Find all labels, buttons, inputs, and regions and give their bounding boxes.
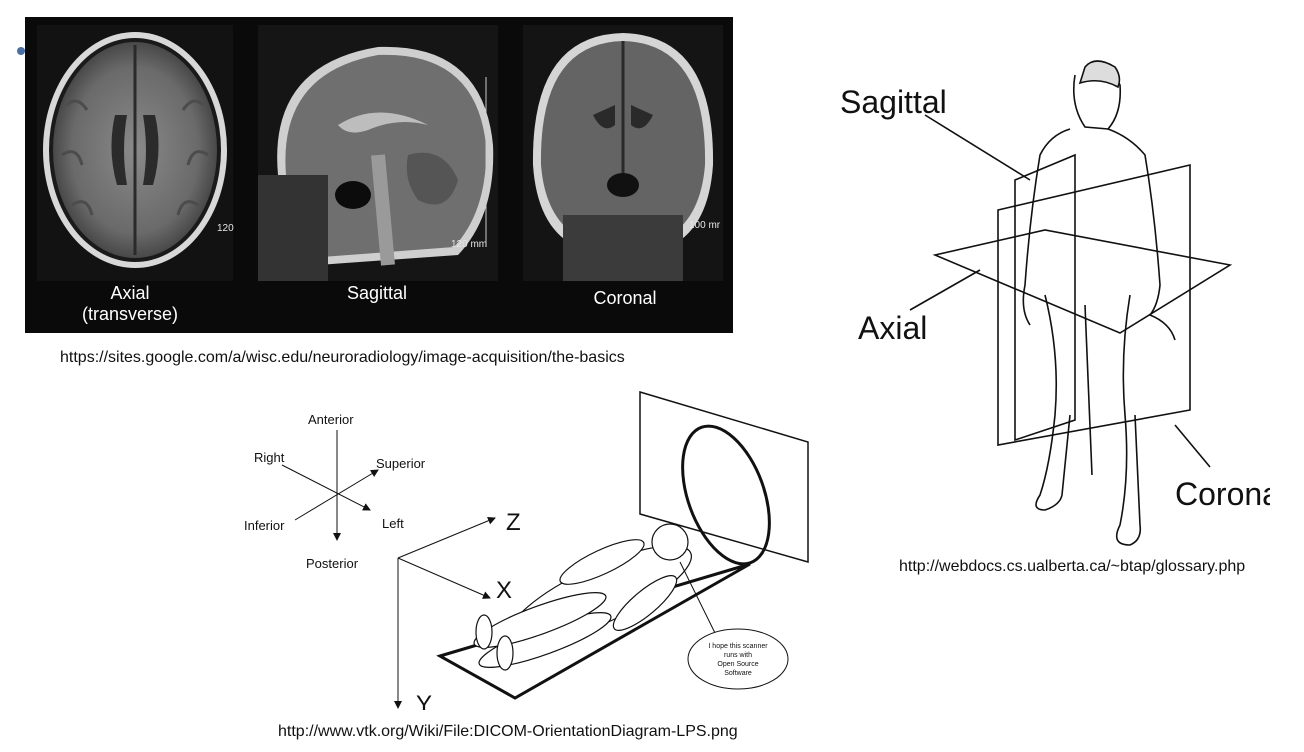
coronal-label: Coronal — [593, 288, 657, 308]
sagittal-leader-line — [924, 114, 1031, 181]
z-axis-label: Z — [506, 509, 521, 536]
axial-leader-line — [909, 269, 981, 311]
body-planes-source-url[interactable]: http://webdocs.cs.ualberta.ca/~btap/glos… — [899, 558, 1246, 575]
axial-label-line1: Axial — [110, 283, 150, 303]
posterior-label: Posterior — [306, 556, 359, 571]
body-planes-diagram: Sagittal Axial Coronal — [840, 60, 1270, 546]
sagittal-scale-label: 120 mm — [451, 239, 488, 250]
sagittal-label: Sagittal — [346, 283, 408, 303]
sagittal-scan-image — [258, 25, 498, 281]
speech-line-1: I hope this scanner — [708, 643, 768, 650]
axial-label-line2: (transverse) — [81, 304, 179, 324]
human-figure — [1089, 69, 1176, 341]
right-label: Right — [254, 450, 285, 465]
axial-scan-image — [37, 25, 233, 281]
sagittal-text: Sagittal — [840, 84, 947, 120]
lps-source-url[interactable]: http://www.vtk.org/Wiki/File:DICOM-Orien… — [278, 723, 738, 740]
axial-plane — [932, 229, 1233, 334]
coronal-plane — [997, 163, 1191, 446]
xyz-axes — [394, 516, 496, 709]
mri-panel: 120 120 mm 100 mr Axial (tran — [25, 17, 733, 333]
speech-line-4: Software — [724, 670, 752, 677]
scanner-panel — [639, 390, 809, 563]
bullet-point — [17, 47, 25, 55]
speech-bubble-tail — [679, 561, 716, 634]
axial-text: Axial — [858, 310, 927, 346]
scanner-bore — [681, 424, 771, 566]
speech-bubble — [687, 628, 789, 690]
lps-orientation-diagram: Anterior Right Superior Inferior Left Po… — [244, 390, 809, 710]
speech-line-3: Open Source — [717, 661, 758, 668]
coronal-scale-label: 100 mr — [689, 220, 721, 231]
anterior-label: Anterior — [308, 412, 354, 427]
coronal-text: Coronal — [1175, 476, 1270, 512]
axial-scale-label: 120 — [217, 223, 234, 234]
superior-label: Superior — [376, 456, 426, 471]
coronal-scan-image — [523, 25, 723, 281]
inferior-label: Inferior — [244, 518, 285, 533]
mri-source-url[interactable]: https://sites.google.com/a/wisc.edu/neur… — [60, 349, 625, 366]
y-axis-label: Y — [416, 691, 432, 710]
speech-line-2: runs with — [724, 652, 752, 659]
axial-label: Axial (transverse) — [70, 283, 190, 325]
coronal-leader-line — [1174, 424, 1211, 468]
patient-figure — [473, 523, 693, 671]
left-label: Left — [382, 516, 404, 531]
orientation-compass — [281, 430, 379, 541]
x-axis-label: X — [496, 577, 512, 604]
sagittal-plane — [1014, 153, 1076, 442]
